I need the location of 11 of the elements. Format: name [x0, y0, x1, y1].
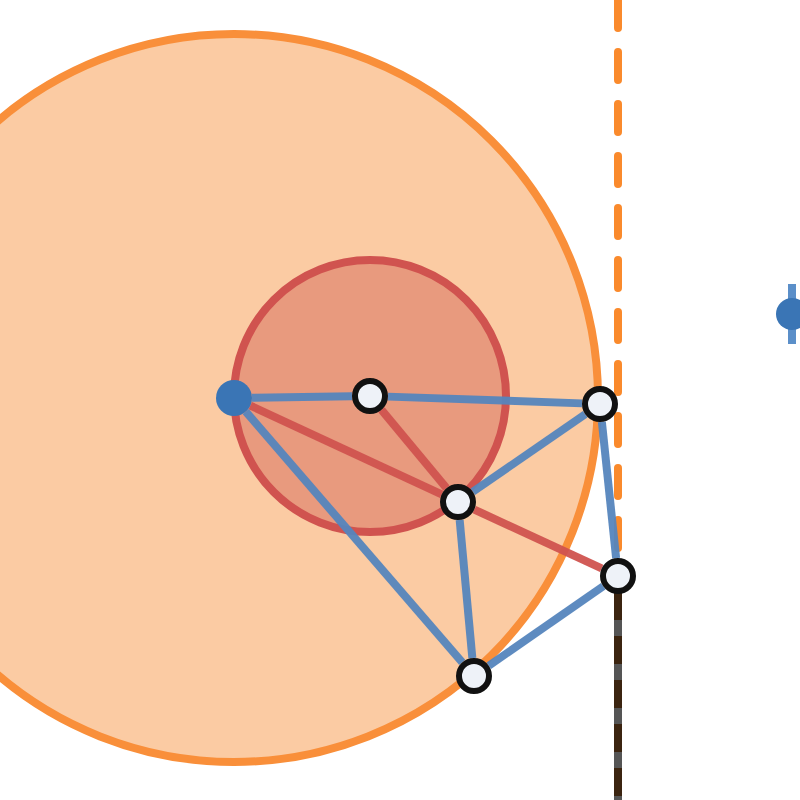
- connector-line: [597, 421, 621, 559]
- connector-line: [248, 401, 444, 499]
- connector-line: [242, 409, 466, 665]
- connector-line: [251, 392, 353, 402]
- connector-line: [486, 583, 606, 669]
- connector-line: [455, 519, 477, 659]
- connector-line: [470, 410, 588, 496]
- hollow-point: [600, 558, 636, 594]
- connector-line: [472, 505, 604, 573]
- connector-line: [378, 407, 450, 491]
- connector-line: [387, 392, 583, 408]
